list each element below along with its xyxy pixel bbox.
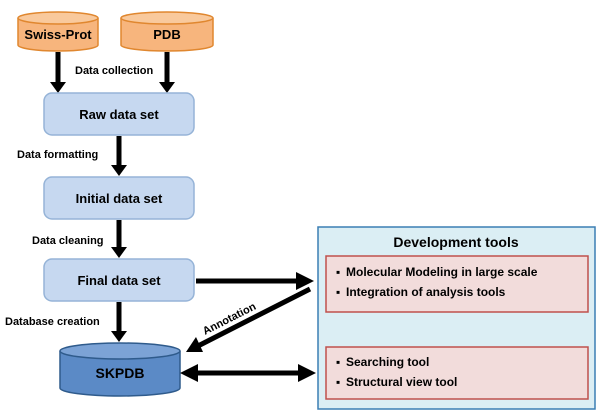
initial-data-box <box>43 176 195 220</box>
arrowhead-final-tools <box>296 272 314 290</box>
group1-item-1: Molecular Modeling in large scale <box>346 265 538 279</box>
group2-item-1: Searching tool <box>346 355 429 369</box>
swissprot-source: Swiss-Prot <box>17 11 99 52</box>
skpdb-label: SKPDB <box>95 365 144 381</box>
group1-bullet-2: ▪ <box>336 285 340 299</box>
arrowhead-swissprot <box>50 82 66 93</box>
dev-tools-title: Development tools <box>393 234 518 250</box>
initial-data-label: Initial data set <box>76 191 163 206</box>
pdb-label: PDB <box>153 27 180 42</box>
arrow-annotation <box>194 286 312 350</box>
skpdb-database: SKPDB <box>59 342 181 397</box>
group2-item-2: Structural view tool <box>346 375 457 389</box>
raw-data-label: Raw data set <box>79 107 159 122</box>
dev-tools-group-1 <box>325 255 589 313</box>
dev-tools-group-2 <box>325 346 589 400</box>
group2-bullet-2: ▪ <box>336 375 340 389</box>
group1-bullet-1: ▪ <box>336 265 340 279</box>
pdb-source: PDB <box>120 11 214 52</box>
group1-item-2: Integration of analysis tools <box>346 285 506 299</box>
raw-data-box <box>43 92 195 136</box>
arrowhead-initial <box>111 247 127 258</box>
arrowhead-db-right <box>298 364 316 382</box>
group2-bullet-1: ▪ <box>336 355 340 369</box>
edge-label-formatting: Data formatting <box>17 149 98 161</box>
final-data-label: Final data set <box>77 273 161 288</box>
arrowhead-annotation <box>186 337 203 352</box>
edge-label-collection: Data collection <box>75 65 154 77</box>
arrowhead-pdb <box>159 82 175 93</box>
final-data-box <box>43 258 195 302</box>
swissprot-label: Swiss-Prot <box>24 27 92 42</box>
edge-label-cleaning: Data cleaning <box>32 235 104 247</box>
arrowhead-final <box>111 331 127 342</box>
edge-label-creation: Database creation <box>5 316 100 328</box>
arrowhead-raw <box>111 165 127 176</box>
arrowhead-db-left <box>180 364 198 382</box>
